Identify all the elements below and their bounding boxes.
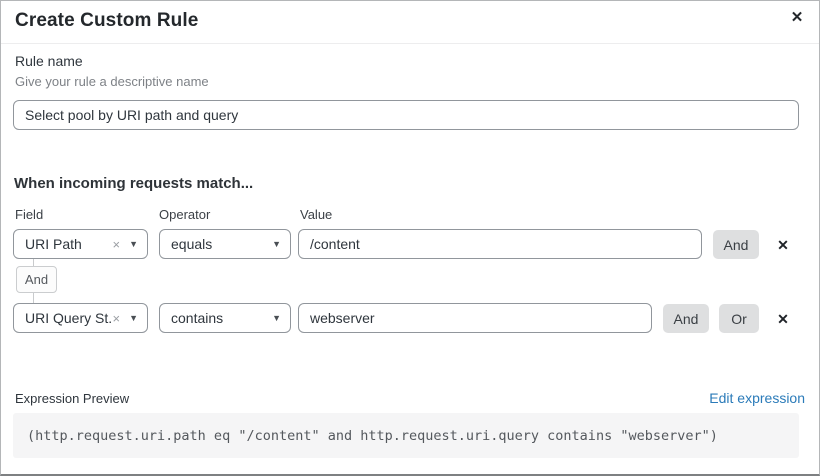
delete-row2-icon[interactable]: ✕ <box>773 309 793 329</box>
clear-icon[interactable]: × <box>112 310 121 326</box>
chevron-down-icon: ▼ <box>129 238 138 249</box>
clear-icon[interactable]: × <box>112 236 121 252</box>
or-button-row2[interactable]: Or <box>719 304 759 333</box>
operator-column-label: Operator <box>159 207 211 222</box>
close-icon[interactable]: ✕ <box>785 5 809 29</box>
field-select-row2-value: URI Query St... <box>25 310 113 326</box>
rule-name-hint: Give your rule a descriptive name <box>15 74 209 89</box>
field-column-label: Field <box>15 207 44 222</box>
expression-preview-label: Expression Preview <box>15 391 130 406</box>
operator-select-row1-value: equals <box>171 236 213 252</box>
match-heading: When incoming requests match... <box>14 175 254 192</box>
and-connector-chip[interactable]: And <box>16 266 57 293</box>
edit-expression-link[interactable]: Edit expression <box>709 390 805 406</box>
rule-name-input[interactable] <box>13 100 799 130</box>
value-input-row1[interactable] <box>298 229 702 259</box>
and-button-row1[interactable]: And <box>713 230 759 259</box>
field-select-row1-value: URI Path <box>25 236 82 252</box>
operator-select-row2[interactable]: contains ▼ <box>159 303 291 333</box>
value-input-row2[interactable] <box>298 303 652 333</box>
chevron-down-icon: ▼ <box>129 312 138 323</box>
header-divider <box>1 43 819 44</box>
chevron-down-icon: ▼ <box>272 238 281 249</box>
dialog-title: Create Custom Rule <box>15 10 199 31</box>
rule-name-label: Rule name <box>15 53 83 69</box>
connector-line <box>33 259 34 266</box>
field-select-row2[interactable]: URI Query St... × ▼ <box>13 303 148 333</box>
and-button-row2[interactable]: And <box>663 304 709 333</box>
operator-select-row2-value: contains <box>171 310 224 326</box>
delete-row1-icon[interactable]: ✕ <box>773 235 793 255</box>
connector-line <box>33 293 34 303</box>
expression-code: (http.request.uri.path eq "/content" and… <box>27 427 718 444</box>
value-column-label: Value <box>300 207 333 222</box>
operator-select-row1[interactable]: equals ▼ <box>159 229 291 259</box>
field-select-row1[interactable]: URI Path × ▼ <box>13 229 148 259</box>
chevron-down-icon: ▼ <box>272 312 281 323</box>
expression-code-block: (http.request.uri.path eq "/content" and… <box>13 413 799 458</box>
